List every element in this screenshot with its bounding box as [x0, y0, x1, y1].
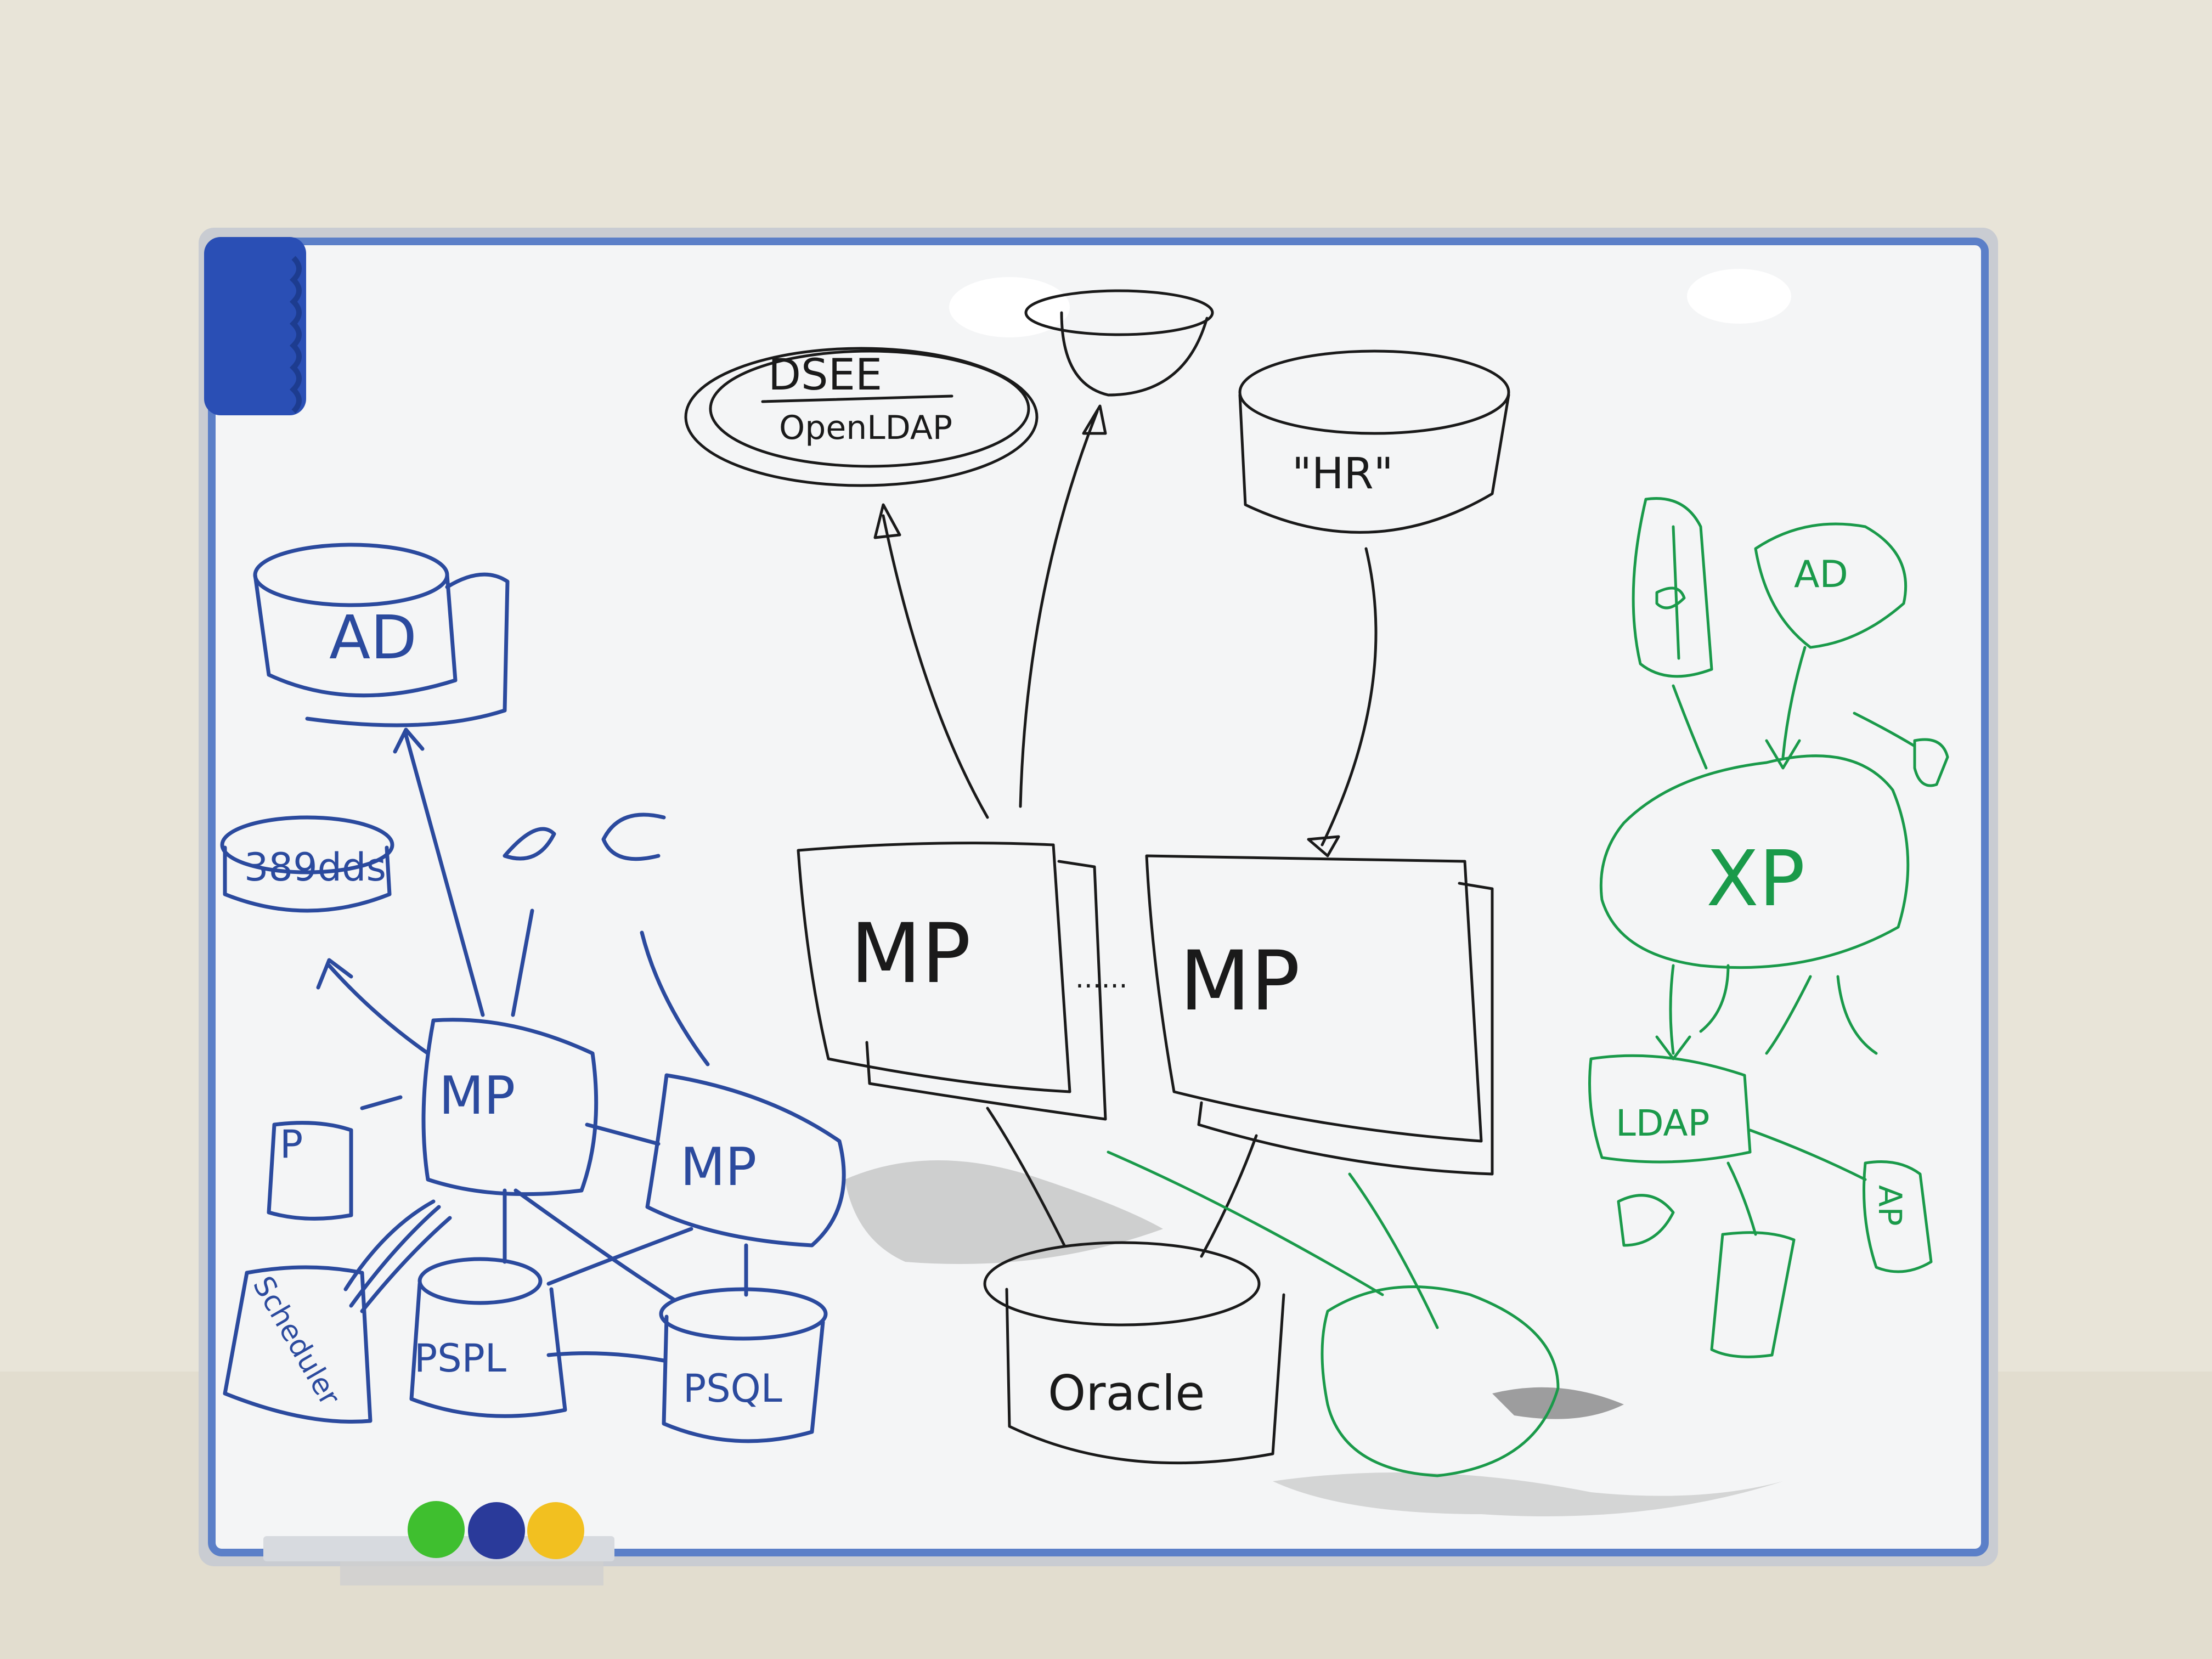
- hr-label: "HR": [1292, 449, 1393, 499]
- smudge-oracle-right: [1492, 1387, 1624, 1419]
- mp-node-black-left: MP: [797, 842, 1107, 1121]
- green-leaf-ad: AD: [1754, 522, 1908, 649]
- black-diagram: DSEE OpenLDAP "HR" MP MP ......: [684, 289, 1510, 1465]
- magnet-green[interactable]: [408, 1501, 465, 1558]
- pspl-left-database: PSPL: [409, 1257, 567, 1418]
- blue-line-mp-mp2: [585, 1122, 661, 1146]
- green-line-xp-tag: [1853, 712, 1916, 748]
- glare-left: [949, 277, 1070, 337]
- ad-database-blue: AD: [253, 543, 510, 727]
- green-leaf-tall: [1632, 497, 1713, 678]
- blue-line-pspl-pspl: [546, 1351, 666, 1363]
- smudge-center: [845, 1160, 1163, 1264]
- blue-line-mp-pspl-right: [514, 1188, 677, 1302]
- oracle-label: Oracle: [1048, 1365, 1205, 1421]
- dolls-label: 389dds: [244, 845, 386, 890]
- green-leaf-tall-scribble: [1655, 525, 1686, 660]
- blue-line-mp-leaf: [511, 909, 534, 1017]
- dsee-label: DSEE: [768, 351, 882, 400]
- green-xp-label: XP: [1706, 834, 1805, 924]
- mp-right-label: MP: [1180, 934, 1300, 1029]
- green-ap-label: AP: [1871, 1185, 1909, 1226]
- blue-line-mp-ad: [393, 727, 485, 1017]
- green-line-ldap-tag: [1726, 1161, 1757, 1236]
- green-line-xp-ldap: [1655, 964, 1691, 1060]
- magnets: [408, 1501, 584, 1559]
- tray-shadow: [340, 1561, 603, 1585]
- mp-second-label: MP: [680, 1137, 757, 1198]
- hr-database: "HR": [1238, 349, 1510, 534]
- mp-node-black-right: MP: [1145, 854, 1494, 1176]
- magnet-blue[interactable]: [468, 1502, 525, 1559]
- green-ad-label: AD: [1794, 553, 1848, 596]
- green-ap-node: AP: [1863, 1160, 1933, 1273]
- mp-ellipsis: ......: [1075, 962, 1127, 994]
- green-tag-bottom: [1710, 1231, 1796, 1358]
- green-blob-left: [1617, 1194, 1675, 1247]
- green-ldap-label: LDAP: [1616, 1102, 1709, 1144]
- ad-label-blue: AD: [329, 602, 417, 673]
- blue-line-mp2-c: [640, 930, 710, 1066]
- mp-node-blue-second: MP: [645, 1073, 846, 1248]
- eraser-ridges: [289, 256, 302, 414]
- green-line-xp-branch: [1699, 964, 1878, 1055]
- blue-diagram: AD 389dds MP MP P Scheduler: [220, 543, 846, 1443]
- green-line-ldap-ap: [1748, 1128, 1867, 1181]
- blue-line-mp-dolls: [316, 958, 430, 1056]
- oracle-database: Oracle: [983, 1241, 1285, 1465]
- black-line-mp-oracle: [986, 1107, 1066, 1247]
- dsee-openldap-node: DSEE OpenLDAP: [684, 347, 1039, 487]
- green-line-ad-xp: [1765, 646, 1807, 770]
- magnet-yellow[interactable]: [527, 1502, 584, 1559]
- green-xp-node: XP: [1599, 754, 1910, 969]
- bowl-node: [1024, 289, 1214, 397]
- eraser[interactable]: [204, 237, 306, 415]
- black-line-mp-bowl: [1019, 404, 1107, 808]
- green-diagram: AD XP LDAP AP: [1107, 497, 1949, 1477]
- blue-line-mp2-pspl-left: [546, 1227, 693, 1286]
- eraser-body: [204, 237, 306, 415]
- pspl-left-label: PSPL: [414, 1336, 506, 1381]
- openldap-label: OpenLDAP: [779, 409, 952, 447]
- mp-left-label: MP: [850, 906, 971, 1002]
- whiteboard-surface: [208, 238, 1989, 1556]
- black-line-mp2-oracle: [1200, 1134, 1258, 1258]
- p-box-label: P: [280, 1122, 303, 1167]
- black-line-hr-mp: [1307, 547, 1378, 857]
- blue-line-mp-p: [360, 1095, 403, 1110]
- green-ldap-node: LDAP: [1588, 1054, 1752, 1164]
- green-line-leaf-xp: [1672, 684, 1708, 770]
- pspl-right-database: PSQL: [659, 1287, 828, 1443]
- blue-line-scheduler-mp: [343, 1199, 452, 1313]
- mp-main-label: MP: [439, 1066, 515, 1126]
- whiteboard: [199, 228, 1998, 1566]
- dolls-database: 389dds: [220, 815, 394, 913]
- smudge-bottom: [1273, 1472, 1783, 1516]
- glare-right: [1687, 269, 1791, 324]
- black-line-mp-dsee: [873, 503, 989, 819]
- green-line-to-oracle-blob: [1107, 1150, 1439, 1329]
- pspl-right-label: PSQL: [683, 1366, 782, 1411]
- blue-leaf-scribble: [503, 827, 556, 861]
- p-box-blue: P: [267, 1121, 353, 1221]
- mp-node-blue-main: MP: [421, 1018, 599, 1197]
- green-blob-oracle: [1321, 1285, 1560, 1477]
- green-tag-right: [1913, 738, 1949, 787]
- blue-c-scribble: [601, 812, 666, 861]
